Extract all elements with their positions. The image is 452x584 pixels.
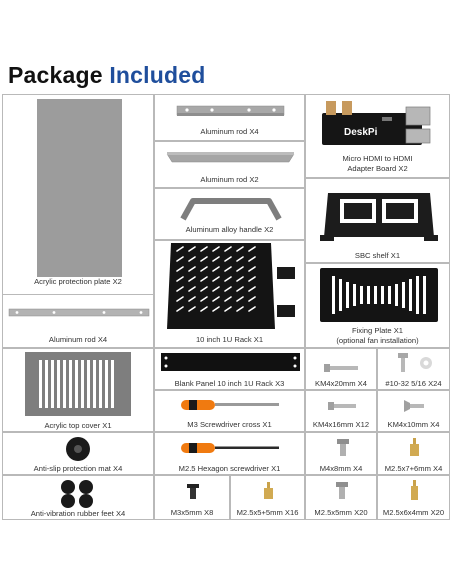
m25x5-label: M2.5x5mm X20	[314, 508, 368, 517]
m25x7-label: M2.5x7+6mm X4	[384, 464, 443, 473]
hdmi-board-label-2: Adapter Board X2	[347, 164, 408, 173]
hdmi-board-image: DeskPi	[322, 101, 431, 145]
rubber-feet-label: Anti-vibration rubber feet X4	[30, 509, 126, 518]
cell-screw-1032: #10-32 5/16 X24	[377, 348, 450, 390]
m25x5-image	[336, 482, 348, 499]
km4x16-label: KM4x16mm X12	[312, 420, 370, 429]
m4x8-label: M4x8mm X4	[319, 464, 363, 473]
rack-image	[167, 243, 295, 329]
hex-screwdriver-label: M2.5 Hexagon screwdriver X1	[178, 464, 281, 473]
deskpi-brand: DeskPi	[344, 127, 378, 138]
cell-hex-screwdriver: M2.5 Hexagon screwdriver X1	[154, 432, 305, 475]
blank-panel-image	[161, 353, 300, 371]
km4x20-image	[324, 364, 358, 372]
screwdriver-cross-label: M3 Screwdriver cross X1	[187, 420, 272, 429]
rod-x2-label: Aluminum rod X2	[200, 175, 259, 184]
screw-1032-label: #10-32 5/16 X24	[385, 379, 442, 388]
rod-x4-image	[176, 105, 285, 116]
anti-slip-label: Anti-slip protection mat X4	[33, 464, 123, 473]
cell-handle: Aluminum alloy handle X2	[154, 188, 305, 240]
title-part-2: Included	[109, 62, 206, 88]
sbc-shelf-image	[320, 193, 438, 241]
cell-m4x8: M4x8mm X4	[305, 432, 377, 475]
screw-1032-image	[398, 353, 432, 372]
cell-m25x6x4: M2.5x6x4mm X20	[377, 475, 450, 520]
fixing-plate-label-1: Fixing Plate X1	[351, 326, 404, 335]
cell-screwdriver-cross: M3 Screwdriver cross X1	[154, 390, 305, 432]
cell-rod-x2: Aluminum rod X2	[154, 141, 305, 188]
km4x10-image	[404, 400, 424, 412]
sbc-shelf-label: SBC shelf X1	[354, 251, 401, 260]
m3x5-label: M3x5mm X8	[170, 508, 214, 517]
fixing-plate-label-2: (optional fan installation)	[336, 336, 419, 345]
rubber-feet-image	[61, 480, 93, 508]
page-title: Package Included	[8, 62, 206, 89]
rod-x4-left-label: Aluminum rod X4	[48, 335, 108, 344]
screwdriver-cross-image	[181, 400, 279, 410]
cell-km4x20: KM4x20mm X4	[305, 348, 377, 390]
rod-x2-image	[166, 152, 295, 163]
cell-top-cover: Acrylic top cover X1	[2, 348, 154, 432]
cell-anti-slip: Anti-slip protection mat X4	[2, 432, 154, 475]
cell-rod-x4-left: Aluminum rod X4	[2, 294, 154, 348]
top-cover-image	[25, 352, 131, 416]
handle-image	[180, 198, 282, 221]
m25x6x4-label: M2.5x6x4mm X20	[382, 508, 445, 517]
blank-panel-label: Blank Panel 10 inch 1U Rack X3	[174, 379, 285, 388]
cell-rubber-feet: Anti-vibration rubber feet X4	[2, 475, 154, 520]
hex-screwdriver-image	[181, 443, 279, 453]
top-cover-label: Acrylic top cover X1	[44, 421, 112, 430]
rack-label: 10 inch 1U Rack X1	[195, 335, 264, 344]
acrylic-plate-image	[37, 99, 122, 277]
anti-slip-image	[66, 437, 90, 461]
cell-hdmi-board: DeskPi Micro HDMI to HDMI Adapter Board …	[305, 94, 450, 178]
m3x5-image	[187, 484, 199, 499]
cell-fixing-plate: Fixing Plate X1 (optional fan installati…	[305, 263, 450, 348]
cell-rack: 10 inch 1U Rack X1	[154, 240, 305, 348]
cell-blank-panel: Blank Panel 10 inch 1U Rack X3	[154, 348, 305, 390]
km4x10-label: KM4x10mm X4	[387, 420, 440, 429]
rod-x4-top-label: Aluminum rod X4	[200, 127, 259, 136]
rod-x4-left-image	[8, 308, 150, 317]
cell-m3x5: M3x5mm X8	[154, 475, 230, 520]
m25x7-image	[410, 438, 419, 456]
m4x8-image	[337, 439, 349, 456]
fixing-plate-image	[320, 268, 438, 322]
cell-km4x16: KM4x16mm X12	[305, 390, 377, 432]
hdmi-board-label-1: Micro HDMI to HDMI	[342, 154, 413, 163]
cell-sbc-shelf: SBC shelf X1	[305, 178, 450, 263]
cell-m25x5-5: M2.5x5+5mm X16	[230, 475, 305, 520]
km4x20-label: KM4x20mm X4	[315, 379, 367, 388]
m25x5-5-image	[264, 482, 273, 499]
cell-rod-x4-top: Aluminum rod X4	[154, 94, 305, 141]
acrylic-plate-label: Acrylic protection plate X2	[34, 277, 122, 286]
cell-km4x10: KM4x10mm X4	[377, 390, 450, 432]
handle-label: Aluminum alloy handle X2	[185, 225, 274, 234]
title-part-1: Package	[8, 62, 103, 88]
m25x5-5-label: M2.5x5+5mm X16	[236, 508, 299, 517]
m25x6x4-image	[411, 480, 418, 500]
cell-m25x7: M2.5x7+6mm X4	[377, 432, 450, 475]
cell-m25x5: M2.5x5mm X20	[305, 475, 377, 520]
km4x16-image	[328, 402, 356, 410]
